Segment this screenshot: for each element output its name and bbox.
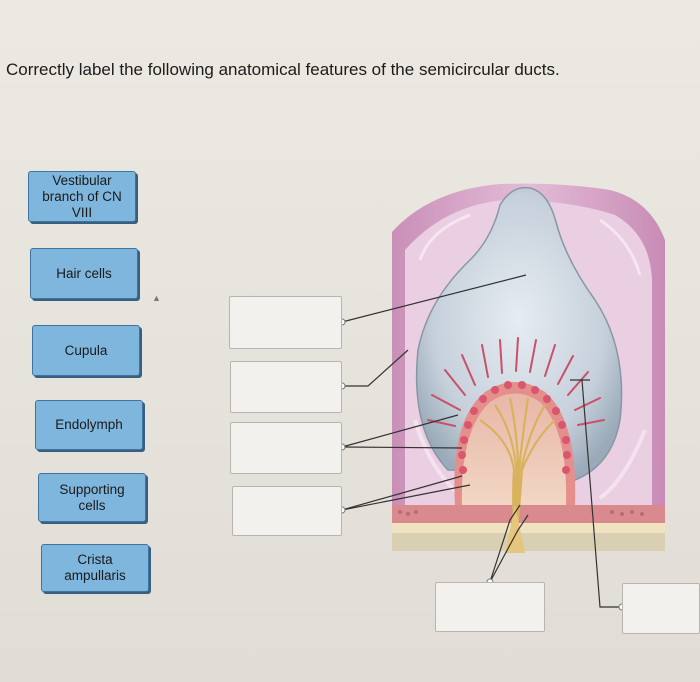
drop-target-4[interactable] bbox=[232, 486, 342, 536]
label-endolymph[interactable]: Endolymph bbox=[35, 400, 143, 450]
label-line: branch of CN VIII bbox=[42, 188, 122, 220]
label-line: Vestibular bbox=[52, 172, 112, 188]
label-line: cells bbox=[78, 497, 106, 513]
drop-target-2[interactable] bbox=[230, 361, 342, 413]
cupula-shape bbox=[415, 186, 623, 481]
label-cupula[interactable]: Cupula bbox=[32, 325, 140, 376]
label-line: ampullaris bbox=[64, 568, 126, 583]
drop-target-3[interactable] bbox=[230, 422, 342, 474]
label-line: Endolymph bbox=[55, 417, 123, 432]
cursor-mark-icon: ▲ bbox=[152, 293, 161, 303]
label-line: Crista bbox=[77, 552, 113, 567]
label-line: Hair cells bbox=[56, 265, 112, 281]
label-line: Supporting bbox=[59, 481, 125, 497]
drop-target-6[interactable] bbox=[622, 583, 700, 634]
question-text: Correctly label the following anatomical… bbox=[6, 60, 560, 79]
hair-cells-row bbox=[458, 381, 571, 474]
leader-lines bbox=[341, 274, 622, 608]
label-line: Cupula bbox=[64, 342, 108, 358]
stereocilia bbox=[427, 337, 605, 427]
drop-target-5[interactable] bbox=[435, 582, 545, 632]
drop-target-1[interactable] bbox=[229, 296, 342, 349]
epithelium-layer bbox=[392, 505, 665, 527]
label-hair-cells[interactable]: Hair cells bbox=[30, 248, 138, 299]
